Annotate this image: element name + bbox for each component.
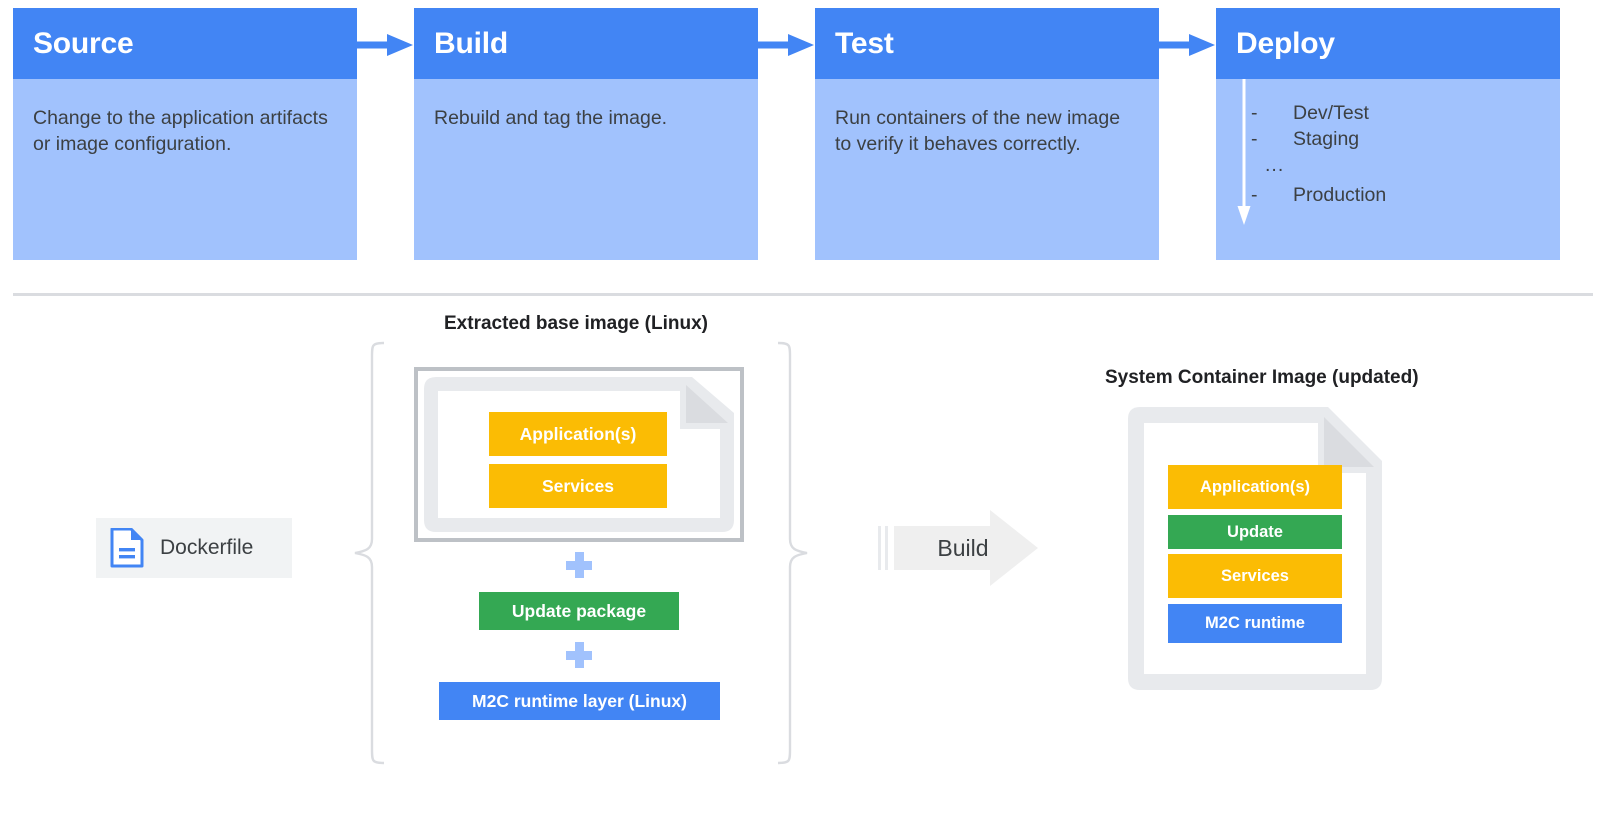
arrow-right-icon [1159, 34, 1215, 56]
deploy-item-label: ... [1265, 154, 1285, 176]
dockerfile-label: Dockerfile [160, 536, 254, 559]
deploy-item-label: Dev/Test [1293, 102, 1369, 124]
arrow-right-icon [758, 34, 814, 56]
stage-body-test: Run containers of the new image to verif… [815, 79, 1159, 260]
layer-bar-update: Update [1168, 515, 1342, 549]
stage-description-source: Change to the application artifacts or i… [33, 107, 328, 156]
layer-label: Services [541, 475, 614, 496]
deploy-item-label: Staging [1293, 128, 1360, 150]
stage-header-build: Build [414, 8, 758, 79]
deploy-list-item: - Production [1251, 183, 1386, 209]
stage-title-test: Test [835, 26, 894, 60]
layer-bar-applications: Application(s) [1168, 465, 1342, 509]
layer-label: M2C runtime [1205, 614, 1305, 632]
layer-label: Update package [511, 600, 647, 621]
stage-title-deploy: Deploy [1236, 26, 1335, 60]
layer-label: M2C runtime layer (Linux) [472, 690, 687, 711]
deploy-list-item: - Dev/Test [1251, 101, 1386, 127]
pipeline-stage-build: Build Rebuild and tag the image. [414, 8, 758, 260]
layer-bar-services: Services [489, 464, 667, 508]
deploy-item-dash: - [1251, 184, 1258, 206]
stage-header-test: Test [815, 8, 1159, 79]
dockerfile-chip: Dockerfile [96, 518, 292, 578]
deploy-item-label: Production [1293, 184, 1387, 206]
deploy-item-dash: - [1251, 128, 1258, 150]
deploy-list-ellipsis: ... [1251, 153, 1386, 183]
section-divider [13, 293, 1593, 296]
stage-title-build: Build [434, 26, 508, 60]
deploy-item-dash: - [1251, 102, 1258, 124]
stage-body-source: Change to the application artifacts or i… [13, 79, 357, 260]
curly-brace-icon [354, 341, 385, 765]
caption-system-container-image: System Container Image (updated) [1105, 367, 1419, 388]
arrow-right-block-icon [878, 510, 1038, 586]
caption-extracted-base-image: Extracted base image (Linux) [444, 313, 708, 334]
stage-header-deploy: Deploy [1216, 8, 1560, 79]
layer-bar-update-package: Update package [479, 592, 679, 630]
layer-label: Update [1227, 522, 1283, 541]
stage-header-source: Source [13, 8, 357, 79]
deploy-environment-list: - Dev/Test - Staging ... - Production [1251, 101, 1386, 209]
pipeline-stage-test: Test Run containers of the new image to … [815, 8, 1159, 260]
layer-bar-services: Services [1168, 554, 1342, 598]
layer-label: Services [1221, 566, 1289, 585]
stage-title-source: Source [33, 26, 134, 60]
layer-label: Application(s) [1200, 477, 1310, 496]
layer-bar-m2c-runtime-layer: M2C runtime layer (Linux) [439, 682, 720, 720]
build-arrow-label: Build [937, 535, 989, 561]
layer-bar-applications: Application(s) [489, 412, 667, 456]
file-document-icon [110, 528, 144, 568]
curly-brace-icon [777, 341, 808, 765]
deploy-list-item: - Staging [1251, 127, 1386, 153]
layer-label: Application(s) [519, 423, 637, 444]
pipeline-stage-deploy: Deploy - Dev/Test - Staging ... [1216, 8, 1560, 260]
plus-icon [566, 552, 592, 578]
arrow-down-icon [1237, 79, 1251, 225]
plus-icon [566, 642, 592, 668]
stage-description-build: Rebuild and tag the image. [434, 107, 668, 129]
stage-body-deploy: - Dev/Test - Staging ... - Production [1216, 79, 1560, 260]
arrow-right-icon [357, 34, 413, 56]
stage-body-build: Rebuild and tag the image. [414, 79, 758, 260]
stage-description-test: Run containers of the new image to verif… [835, 107, 1121, 156]
pipeline-stage-source: Source Change to the application artifac… [13, 8, 357, 260]
layer-bar-m2c-runtime: M2C runtime [1168, 604, 1342, 643]
